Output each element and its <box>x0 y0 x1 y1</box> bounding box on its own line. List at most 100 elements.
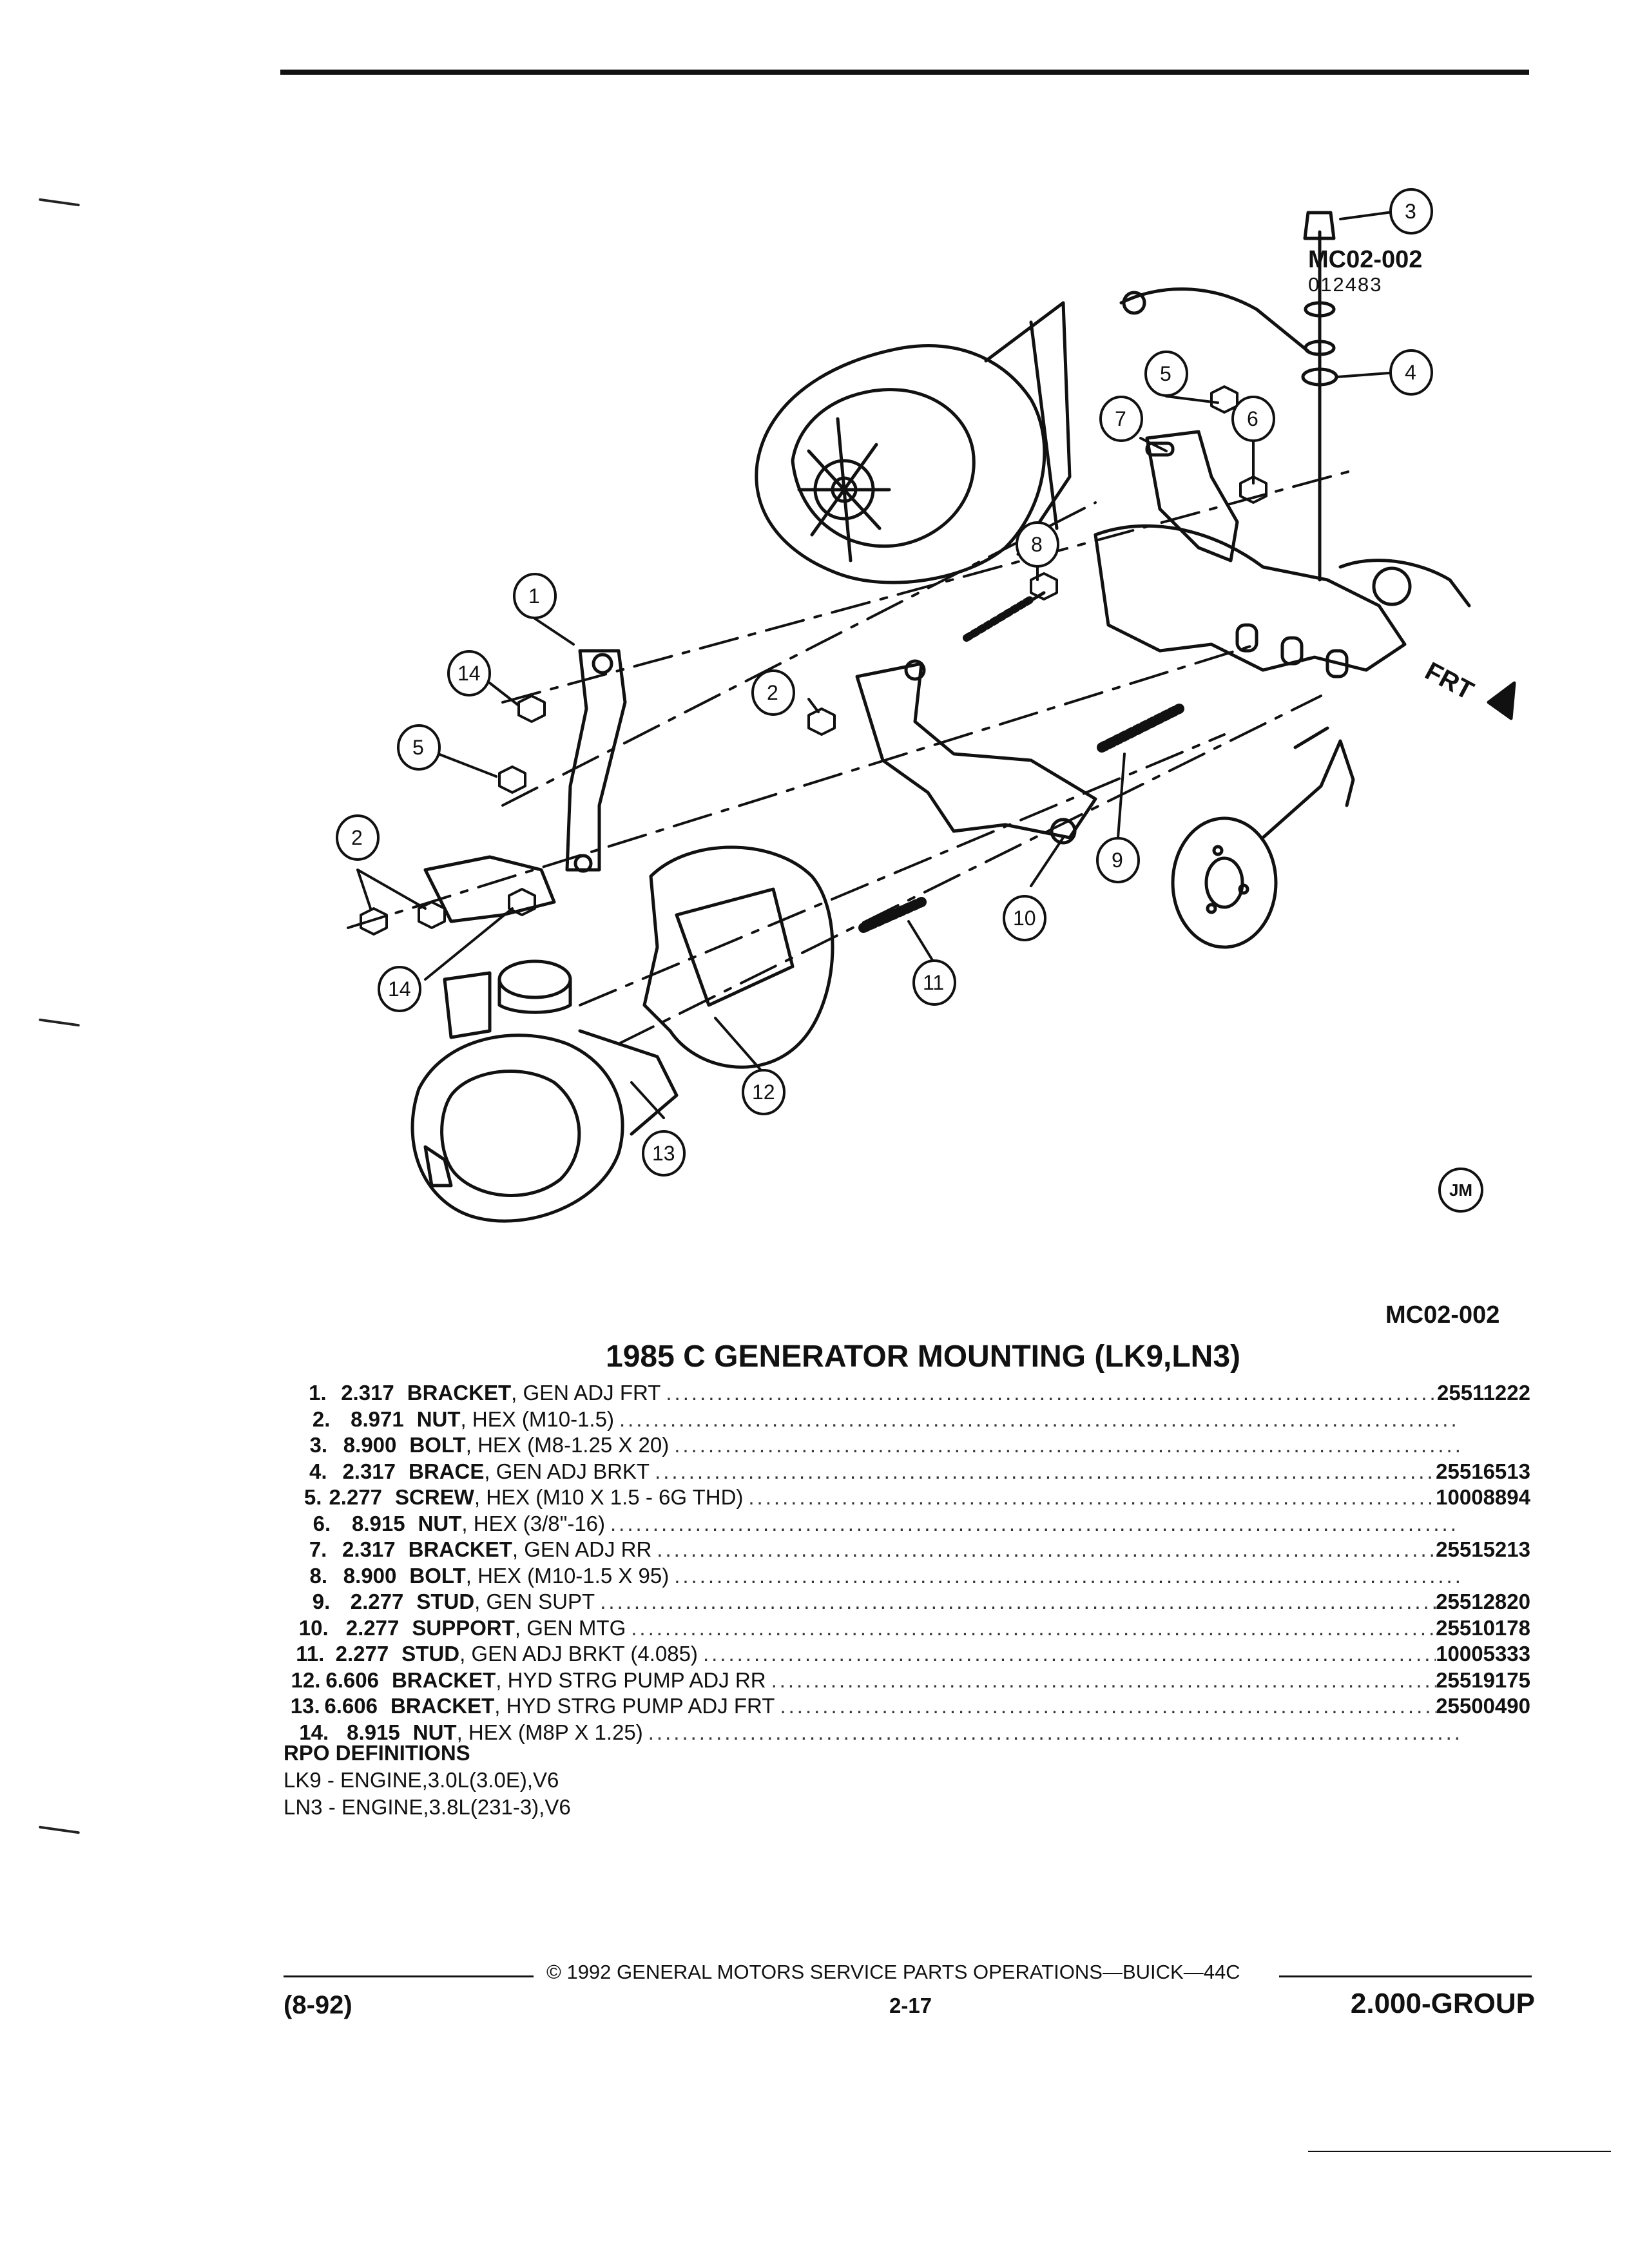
catalog-code: 6.606 <box>325 1667 379 1692</box>
part-number <box>1456 1511 1530 1537</box>
catalog-code: 8.915 <box>347 1720 400 1744</box>
part-name: BOLT <box>409 1563 466 1588</box>
part-detail: , HEX (3/8"-16) <box>461 1511 606 1535</box>
part-detail: , GEN ADJ BRKT (4.085) <box>459 1642 698 1666</box>
callout-circle <box>1099 396 1143 442</box>
part-number: 25512820 <box>1436 1590 1530 1613</box>
item-number: 10. <box>298 1615 329 1640</box>
callout-number: 2 <box>351 826 363 849</box>
generator-drawing <box>755 301 1072 584</box>
callout-circle <box>447 650 491 697</box>
bottom-edge-rule <box>1308 2151 1611 2152</box>
part-name: NUT <box>418 1511 462 1535</box>
callout-circle <box>1016 521 1059 568</box>
catalog-code: 8.900 <box>343 1433 397 1457</box>
rear-bracket-drawing <box>1145 430 1239 562</box>
revision-date: (8-92) <box>284 1991 352 2019</box>
part-detail: , GEN ADJ RR <box>512 1537 652 1561</box>
figure-code-bottom: MC02-002 <box>1385 1302 1500 1329</box>
catalog-code: 2.277 <box>329 1485 383 1509</box>
callout-circle <box>513 573 557 619</box>
callout-number: 14 <box>458 662 481 685</box>
part-number <box>1461 1432 1530 1459</box>
part-name: BRACKET <box>407 1381 512 1405</box>
item-number: 8. <box>309 1563 328 1588</box>
part-number: 25510178 <box>1436 1615 1530 1640</box>
part-detail: , HYD STRG PUMP ADJ FRT <box>494 1694 775 1718</box>
part-detail: , HYD STRG PUMP ADJ RR <box>496 1667 766 1692</box>
item-number: 3. <box>309 1433 328 1457</box>
page-title: 1985 C GENERATOR MOUNTING (LK9,LN3) <box>606 1340 1241 1374</box>
rpo-line: LK9 - ENGINE,3.0L(3.0E),V6 <box>284 1768 559 1792</box>
power-steering-pump-drawing <box>410 845 834 1223</box>
callout-number: 4 <box>1405 361 1416 384</box>
catalog-code: 2.277 <box>335 1642 389 1666</box>
leader-dots: ........................................… <box>748 1485 1436 1509</box>
part-description: BRACKET, HYD STRG PUMP ADJ FRT <box>390 1693 775 1720</box>
callout-number: 2 <box>767 681 778 704</box>
leader-dots: ........................................… <box>666 1381 1437 1405</box>
top-rule <box>280 70 1529 75</box>
item-number: 2. <box>312 1407 331 1431</box>
callout-circle <box>1144 351 1188 397</box>
part-description: SUPPORT, GEN MTG <box>412 1615 626 1642</box>
item-number: 6. <box>313 1511 331 1535</box>
catalog-code: 2.317 <box>342 1459 396 1483</box>
part-number: 25516513 <box>1436 1459 1530 1483</box>
leader-dots: ........................................… <box>631 1615 1436 1640</box>
callout-circle <box>912 959 956 1006</box>
callout-number: 6 <box>1247 407 1258 430</box>
callout-circle <box>1096 837 1140 883</box>
part-number: 25500490 <box>1436 1694 1530 1718</box>
stud-drawing <box>1097 704 1184 753</box>
wire-lead <box>1119 287 1310 353</box>
item-number: 9. <box>312 1590 331 1613</box>
callout-number: 9 <box>1112 849 1123 872</box>
rpo-line: LN3 - ENGINE,3.8L(231-3),V6 <box>284 1795 571 1819</box>
catalog-code: 2.277 <box>350 1590 404 1613</box>
callout-number: 8 <box>1031 533 1043 556</box>
rpo-heading: RPO DEFINITIONS <box>284 1741 470 1765</box>
parts-row: 12.6.606 BRACKET, HYD STRG PUMP ADJ RR...… <box>284 1667 1530 1694</box>
group-number: 2.000-GROUP <box>1350 1988 1535 2019</box>
catalog-code: 8.971 <box>351 1407 404 1431</box>
part-name: BRACKET <box>408 1537 512 1561</box>
support-drawing <box>855 662 1097 840</box>
part-detail: , GEN MTG <box>514 1615 626 1640</box>
part-detail: , HEX (M10-1.5 X 95) <box>465 1563 670 1588</box>
item-number: 5. <box>304 1485 322 1509</box>
page-number: 2-17 <box>889 1994 932 2017</box>
part-name: SCREW <box>395 1485 474 1509</box>
item-number: 7. <box>309 1537 327 1561</box>
part-description: STUD, GEN ADJ BRKT (4.085) <box>401 1641 698 1667</box>
part-detail: , HEX (M8P X 1.25) <box>456 1720 643 1744</box>
item-number: 12. <box>291 1667 321 1692</box>
callout-number: 5 <box>1160 362 1171 385</box>
part-name: STUD <box>401 1642 460 1666</box>
leader-dots: ........................................… <box>655 1459 1436 1483</box>
item-number: 13. <box>290 1694 320 1718</box>
callout-circle <box>378 966 421 1012</box>
leader-dots: ........................................… <box>771 1667 1436 1692</box>
nut-drawings <box>360 385 1268 936</box>
part-description: BRACKET, HYD STRG PUMP ADJ RR <box>392 1667 766 1694</box>
part-number: 25511222 <box>1436 1381 1530 1405</box>
item-number: 11. <box>296 1642 325 1666</box>
part-name: BRACKET <box>390 1694 495 1718</box>
leader-dots: ........................................… <box>657 1537 1436 1561</box>
part-number: 25515213 <box>1436 1537 1530 1561</box>
callout-number: 13 <box>652 1142 675 1165</box>
callout-circle <box>1003 895 1046 941</box>
front-direction-arrow <box>1487 681 1516 720</box>
callout-number: 5 <box>412 736 424 759</box>
